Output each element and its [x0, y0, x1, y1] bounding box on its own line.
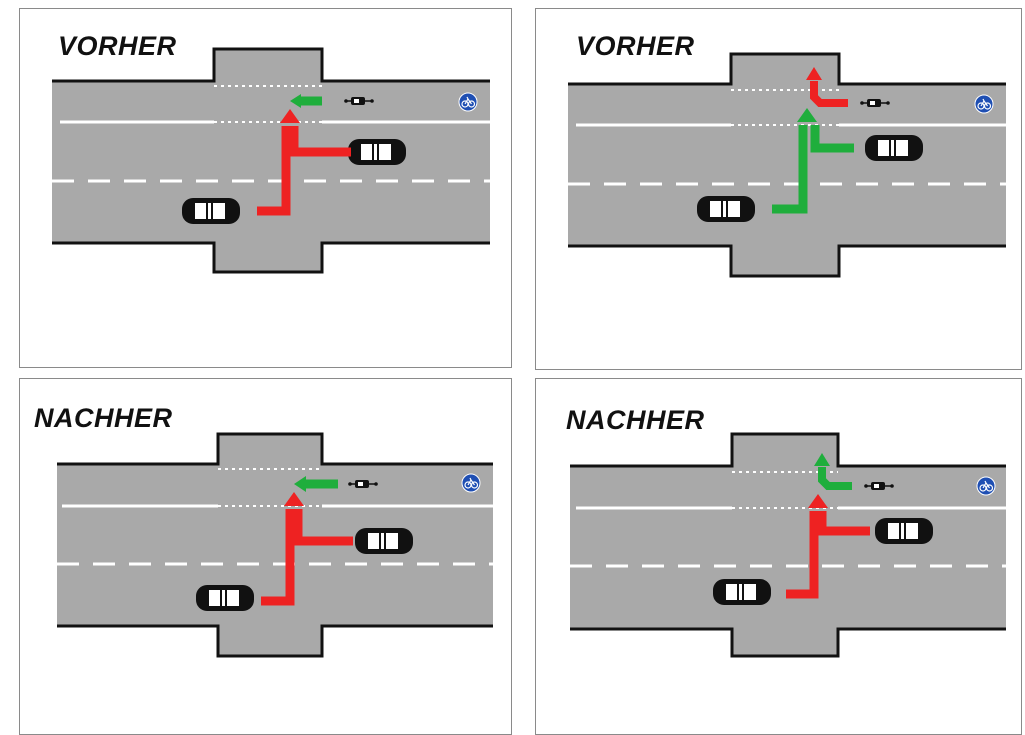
main-road — [52, 81, 490, 243]
car-icon — [355, 528, 413, 554]
bicycle-lane-sign-icon — [461, 473, 481, 493]
straight-arrow — [817, 511, 870, 536]
left-turn-arrow — [786, 494, 828, 599]
straight-arrow — [293, 509, 353, 546]
bicycle-lane-sign-icon — [976, 476, 996, 496]
car-icon — [697, 196, 755, 222]
bicycle-icon — [344, 97, 374, 105]
panel-title: NACHHER — [566, 405, 705, 435]
panel-nachher-right: NACHHER — [535, 378, 1022, 735]
road-edges — [52, 47, 490, 274]
panel-title: VORHER — [58, 31, 177, 61]
bicycle-arrow — [290, 94, 322, 108]
road-edges — [57, 432, 493, 658]
straight-arrow — [289, 126, 351, 157]
intersection-scene — [568, 52, 1006, 278]
lane-markings — [52, 85, 490, 183]
road-edges — [568, 52, 1006, 278]
main-road — [570, 466, 1006, 629]
road-edges — [570, 432, 1006, 658]
car-icon — [865, 135, 923, 161]
intersection-scene — [57, 432, 493, 658]
bicycle-arrow — [294, 476, 338, 492]
panel-title: NACHHER — [34, 403, 173, 433]
intersection-scene — [570, 432, 1006, 658]
lane-markings — [568, 89, 1006, 186]
panel-vorher-right: VORHER — [535, 8, 1022, 370]
lane-markings — [570, 471, 1006, 568]
bicycle-lane-sign-icon — [458, 92, 478, 112]
straight-arrow — [810, 125, 854, 153]
car-icon — [875, 518, 933, 544]
bicycle-arrow — [814, 453, 852, 490]
bicycle-icon — [348, 480, 378, 488]
left-turn-arrow — [772, 108, 817, 214]
left-turn-arrow — [261, 492, 304, 606]
car-icon — [713, 579, 771, 605]
bicycle-icon — [864, 482, 894, 490]
bicycle-icon — [860, 99, 890, 107]
lane-markings — [57, 468, 493, 566]
bicycle-lane-sign-icon — [974, 94, 994, 114]
panel-nachher-left: NACHHER — [19, 378, 512, 735]
main-road — [568, 84, 1006, 246]
intersection-scene — [52, 47, 490, 274]
bicycle-arrow — [806, 67, 848, 107]
car-icon — [196, 585, 254, 611]
car-icon — [182, 198, 240, 224]
panel-vorher-left: VORHER — [19, 8, 512, 368]
left-turn-arrow — [257, 109, 300, 216]
panel-title: VORHER — [576, 31, 695, 61]
car-icon — [348, 139, 406, 165]
